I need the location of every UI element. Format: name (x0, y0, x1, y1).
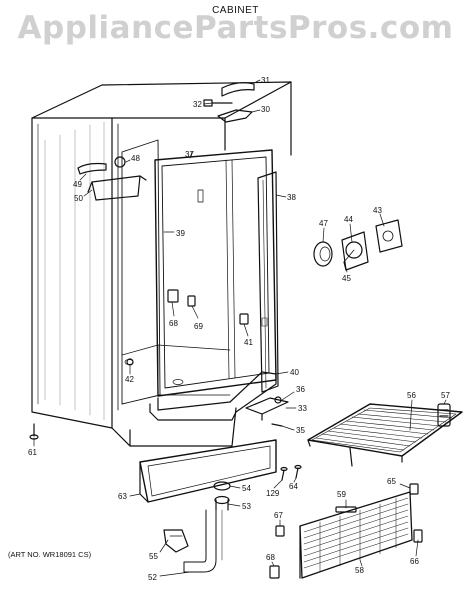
hinge-parts (203, 82, 255, 123)
screws-42-61 (29, 358, 134, 440)
watermark-text: AppliancePartsPros.com (17, 10, 454, 46)
callout-48: 48 (131, 154, 140, 163)
callout-41: 41 (244, 338, 253, 347)
side-panel-38 (257, 171, 279, 393)
callout-58: 58 (355, 566, 364, 575)
callout-38: 38 (287, 193, 296, 202)
leader-lines (33, 79, 447, 577)
callout-67: 67 (274, 511, 283, 520)
wire-shelf-56 (307, 403, 463, 467)
callout-47: 47 (319, 219, 328, 228)
callout-44: 44 (344, 215, 353, 224)
callout-36: 36 (296, 385, 305, 394)
callout-129: 129 (266, 489, 280, 498)
art-number: (ART NO. WR18091 CS) (8, 550, 92, 559)
callout-55: 55 (149, 552, 158, 561)
callout-49: 49 (73, 180, 82, 189)
callout-42: 42 (125, 375, 134, 384)
parts-48-49-50 (77, 156, 147, 201)
bracket-33 (245, 396, 289, 427)
callout-30: 30 (261, 105, 270, 114)
callout-66: 66 (410, 557, 419, 566)
callout-56: 56 (407, 391, 416, 400)
cabinet-body (31, 81, 292, 447)
callout-64: 64 (289, 482, 298, 491)
callout-45: 45 (342, 274, 351, 283)
callout-61: 61 (28, 448, 37, 457)
bottom-trim-40 (149, 371, 277, 421)
callout-labels: 31 32 30 37 48 49 50 38 39 47 44 43 45 6… (28, 76, 450, 582)
callout-40: 40 (290, 368, 299, 377)
callout-68-bottom: 68 (266, 553, 275, 562)
callout-63: 63 (118, 492, 127, 501)
crisper-basket-58 (269, 483, 423, 579)
callout-50: 50 (74, 194, 83, 203)
callout-39: 39 (176, 229, 185, 238)
callout-33: 33 (298, 404, 307, 413)
callout-65: 65 (387, 477, 396, 486)
callout-52: 52 (148, 573, 157, 582)
callout-37: 37 (185, 150, 194, 159)
callout-68-top: 68 (169, 319, 178, 328)
callout-32: 32 (193, 100, 202, 109)
diagram-title: CABINET (212, 5, 259, 16)
callout-59: 59 (337, 490, 346, 499)
callout-35: 35 (296, 426, 305, 435)
callout-69: 69 (194, 322, 203, 331)
kick-plate-63 (139, 439, 277, 503)
callout-31: 31 (261, 76, 270, 85)
screws-129-64 (280, 464, 302, 481)
callout-43: 43 (373, 206, 382, 215)
callout-53: 53 (242, 502, 251, 511)
callout-57: 57 (441, 391, 450, 400)
door-clips (167, 289, 249, 325)
callout-54: 54 (242, 484, 251, 493)
